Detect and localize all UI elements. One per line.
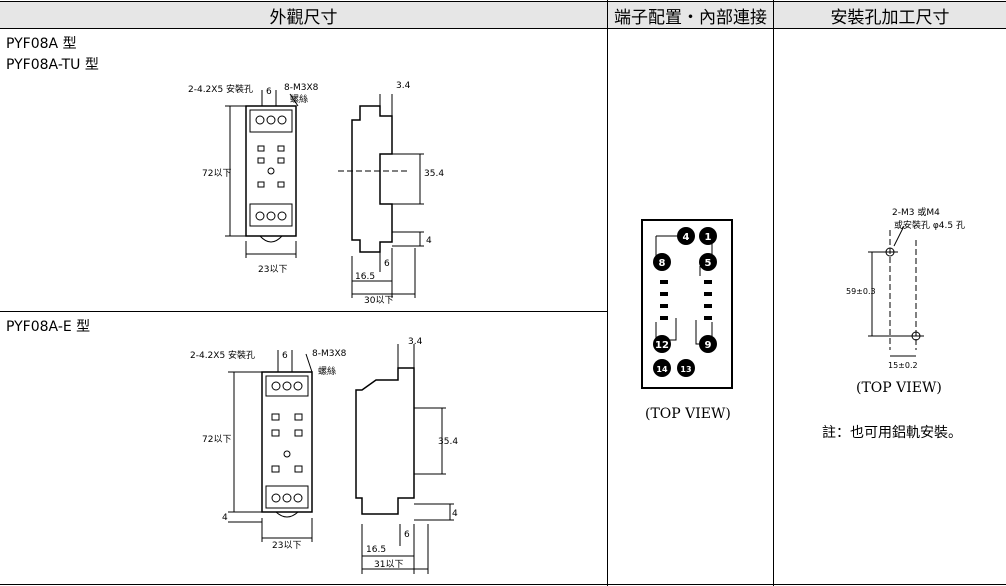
terminal-pin	[677, 227, 695, 245]
dim-label: 螺絲	[290, 93, 308, 105]
table-top-border	[0, 1, 1006, 2]
dim-label: 2-4.2X5 安裝孔	[188, 83, 253, 95]
pin-label: 5	[705, 258, 712, 269]
top-view-caption: (TOP VIEW)	[645, 406, 731, 422]
dim-label: 3.4	[396, 81, 411, 91]
dim-label: 35.4	[438, 437, 458, 447]
header-terminal-arrangement: 端子配置・內部連接	[608, 2, 773, 29]
dim-label: 3.4	[408, 337, 423, 347]
table-bottom-border	[0, 584, 1006, 585]
terminal-pin	[653, 359, 671, 377]
pin-label: 8	[659, 258, 666, 269]
model-name: PYF08A 型	[6, 36, 77, 52]
pin-label: 13	[680, 365, 691, 374]
pin-label: 1	[705, 232, 712, 243]
column-divider	[773, 0, 774, 586]
header-label: 安裝孔加工尺寸	[830, 7, 950, 28]
dim-label: 23以下	[272, 541, 301, 551]
pin-label: 4	[683, 232, 690, 243]
mounting-label: 或安裝孔 φ4.5 孔	[894, 221, 965, 231]
mounting-label: 2-M3 或M4	[892, 208, 940, 218]
header-label: 外觀尺寸	[269, 7, 338, 28]
dim-label: 31以下	[374, 560, 403, 570]
model-name: PYF08A-TU 型	[6, 57, 99, 73]
dim-label: 8-M3X8	[284, 83, 319, 93]
dim-label: 72以下	[202, 169, 231, 179]
dim-label: 螺絲	[318, 365, 336, 377]
dim-label: 2-4.2X5 安裝孔	[190, 349, 255, 361]
dim-label: 16.5	[366, 545, 386, 555]
terminal-pin	[699, 253, 717, 271]
dim-label: 72以下	[202, 435, 231, 445]
terminal-pin	[653, 335, 671, 353]
dim-label: 6	[266, 87, 272, 97]
terminal-pin	[677, 359, 695, 377]
dim-label: 6	[384, 259, 390, 269]
top-view-caption: (TOP VIEW)	[856, 380, 942, 396]
terminal-pin	[699, 335, 717, 353]
dim-label: 4	[426, 236, 432, 246]
dim-label: 8-M3X8	[312, 349, 347, 359]
terminal-pin	[653, 253, 671, 271]
pin-label: 12	[655, 340, 669, 351]
terminal-pin	[699, 227, 717, 245]
dim-label: 4	[222, 513, 228, 523]
dim-label: 4	[452, 509, 458, 519]
dim-label: 15±0.2	[888, 361, 918, 370]
header-external-dimensions: 外觀尺寸	[0, 2, 607, 29]
dim-label: 59±0.3	[846, 287, 876, 296]
dimension-drawing-pyf08a-e: 2-4.2X5 安裝孔 6 8-M3X8 螺絲 72以下 4 23以下 3.4 …	[190, 337, 458, 574]
terminal-diagram: 4 1 8 5 12 9 14 13	[641, 219, 733, 389]
dim-label: 6	[404, 530, 410, 540]
row-divider	[0, 311, 608, 312]
pin-label: 9	[705, 340, 712, 351]
pin-label: 14	[656, 365, 668, 374]
model-name: PYF08A-E 型	[6, 319, 91, 335]
header-label: 端子配置・內部連接	[614, 7, 767, 28]
dim-label: 6	[282, 351, 288, 361]
mounting-note: 註：也可用鋁軌安裝。	[822, 425, 962, 441]
dim-label: 35.4	[424, 169, 444, 179]
column-divider	[607, 0, 608, 586]
dim-label: 23以下	[258, 265, 287, 275]
dim-label: 16.5	[355, 272, 375, 282]
dimension-drawing-pyf08a: 2-4.2X5 安裝孔 6 8-M3X8 螺絲 72以下 23以下 3.4 35…	[188, 81, 444, 306]
header-mounting-holes: 安裝孔加工尺寸	[774, 2, 1006, 29]
mounting-hole-drawing: 59±0.3 15±0.2	[846, 225, 924, 370]
dim-label: 30以下	[364, 296, 393, 306]
